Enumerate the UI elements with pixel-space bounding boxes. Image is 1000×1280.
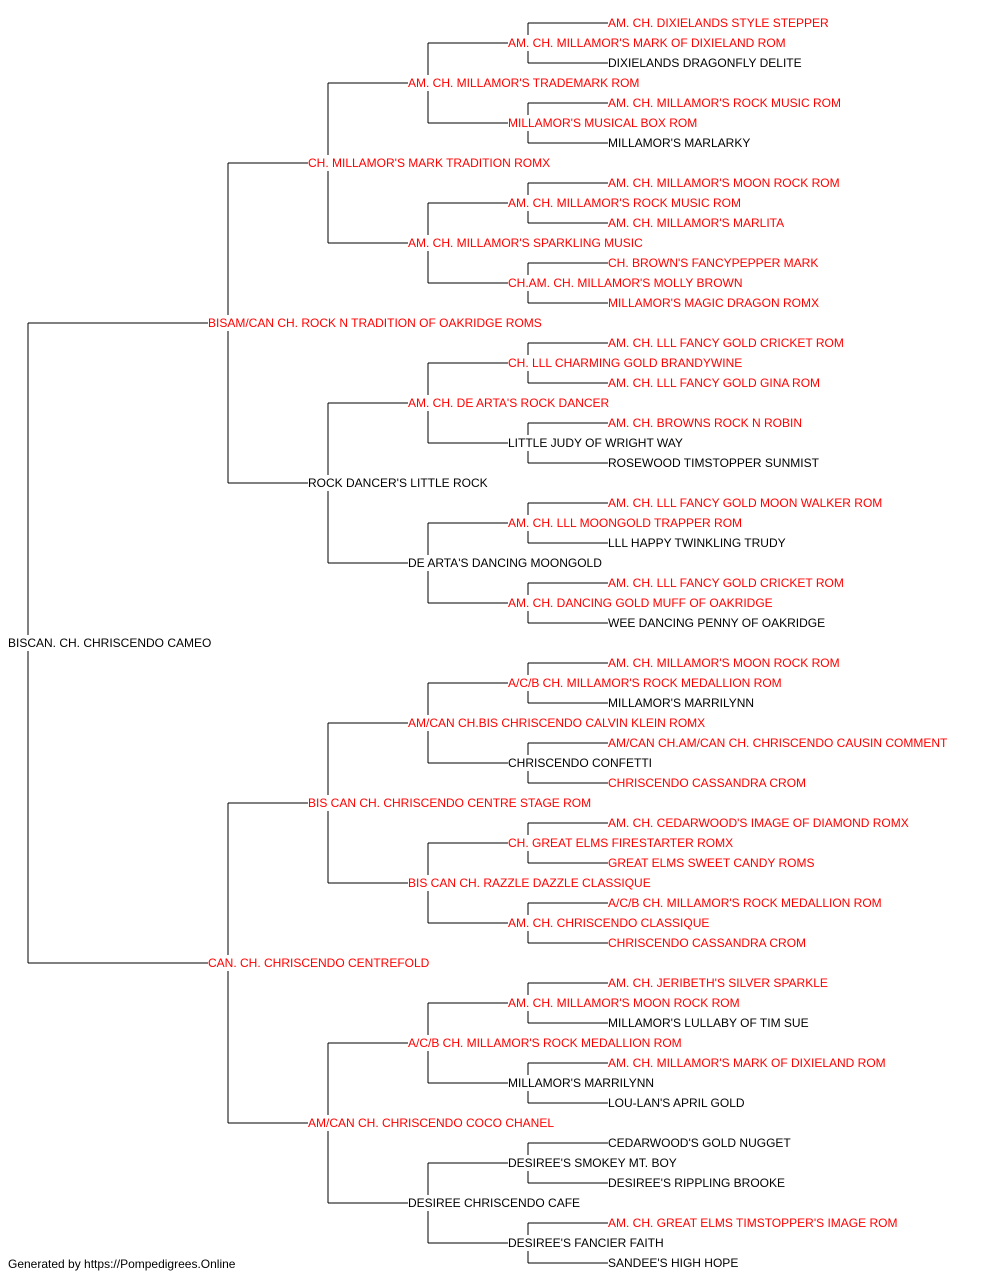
- subject-dam-dam-sire-dam-dam-name[interactable]: LOU-LAN'S APRIL GOLD: [608, 1096, 745, 1110]
- subject-dam-dam-dam-sire-name[interactable]: DESIREE'S SMOKEY MT. BOY: [508, 1156, 677, 1170]
- subject-sire-name[interactable]: BISAM/CAN CH. ROCK N TRADITION OF OAKRID…: [208, 316, 542, 330]
- subject-sire-dam-dam-sire-name[interactable]: AM. CH. LLL MOONGOLD TRAPPER ROM: [508, 516, 742, 530]
- subject-dam-dam-dam-dam-sire-name[interactable]: AM. CH. GREAT ELMS TIMSTOPPER'S IMAGE RO…: [608, 1216, 897, 1230]
- subject-dam-sire-dam-dam-sire-name[interactable]: A/C/B CH. MILLAMOR'S ROCK MEDALLION ROM: [608, 896, 882, 910]
- subject-dam-sire-dam-dam-name[interactable]: AM. CH. CHRISCENDO CLASSIQUE: [508, 916, 709, 930]
- subject-sire-dam-sire-dam-sire-name[interactable]: AM. CH. BROWNS ROCK N ROBIN: [608, 416, 802, 430]
- subject-name[interactable]: BISCAN. CH. CHRISCENDO CAMEO: [8, 636, 211, 650]
- subject-sire-dam-sire-dam-name[interactable]: LITTLE JUDY OF WRIGHT WAY: [508, 436, 683, 450]
- subject-sire-sire-dam-dam-sire-name[interactable]: CH. BROWN'S FANCYPEPPER MARK: [608, 256, 818, 270]
- subject-dam-dam-dam-sire-sire-name[interactable]: CEDARWOOD'S GOLD NUGGET: [608, 1136, 791, 1150]
- subject-sire-sire-sire-sire-name[interactable]: AM. CH. MILLAMOR'S MARK OF DIXIELAND ROM: [508, 36, 786, 50]
- subject-sire-sire-sire-sire-dam-name[interactable]: DIXIELANDS DRAGONFLY DELITE: [608, 56, 802, 70]
- subject-sire-dam-dam-dam-name[interactable]: AM. CH. DANCING GOLD MUFF OF OAKRIDGE: [508, 596, 773, 610]
- subject-sire-dam-sire-sire-dam-name[interactable]: AM. CH. LLL FANCY GOLD GINA ROM: [608, 376, 820, 390]
- subject-dam-dam-dam-sire-dam-name[interactable]: DESIREE'S RIPPLING BROOKE: [608, 1176, 785, 1190]
- subject-sire-sire-name[interactable]: CH. MILLAMOR'S MARK TRADITION ROMX: [308, 156, 550, 170]
- subject-sire-sire-dam-sire-name[interactable]: AM. CH. MILLAMOR'S ROCK MUSIC ROM: [508, 196, 741, 210]
- subject-dam-sire-dam-sire-name[interactable]: CH. GREAT ELMS FIRESTARTER ROMX: [508, 836, 733, 850]
- subject-dam-sire-sire-sire-dam-name[interactable]: MILLAMOR'S MARRILYNN: [608, 696, 754, 710]
- subject-dam-sire-sire-dam-name[interactable]: CHRISCENDO CONFETTI: [508, 756, 652, 770]
- subject-sire-sire-sire-sire-sire-name[interactable]: AM. CH. DIXIELANDS STYLE STEPPER: [608, 16, 829, 30]
- connector-lines: [27, 22, 608, 1264]
- subject-sire-dam-dam-dam-sire-name[interactable]: AM. CH. LLL FANCY GOLD CRICKET ROM: [608, 576, 844, 590]
- subject-dam-dam-sire-name[interactable]: A/C/B CH. MILLAMOR'S ROCK MEDALLION ROM: [408, 1036, 682, 1050]
- subject-dam-dam-sire-sire-dam-name[interactable]: MILLAMOR'S LULLABY OF TIM SUE: [608, 1016, 809, 1030]
- subject-dam-dam-name[interactable]: AM/CAN CH. CHRISCENDO COCO CHANEL: [308, 1116, 554, 1130]
- subject-sire-dam-dam-name[interactable]: DE ARTA'S DANCING MOONGOLD: [408, 556, 602, 570]
- subject-dam-sire-name[interactable]: BIS CAN CH. CHRISCENDO CENTRE STAGE ROM: [308, 796, 591, 810]
- subject-sire-sire-dam-sire-dam-name[interactable]: AM. CH. MILLAMOR'S MARLITA: [608, 216, 784, 230]
- subject-dam-sire-sire-sire-sire-name[interactable]: AM. CH. MILLAMOR'S MOON ROCK ROM: [608, 656, 840, 670]
- subject-dam-dam-sire-dam-name[interactable]: MILLAMOR'S MARRILYNN: [508, 1076, 654, 1090]
- subject-dam-sire-sire-dam-sire-name[interactable]: AM/CAN CH.AM/CAN CH. CHRISCENDO CAUSIN C…: [608, 736, 948, 750]
- subject-dam-sire-dam-sire-sire-name[interactable]: AM. CH. CEDARWOOD'S IMAGE OF DIAMOND ROM…: [608, 816, 909, 830]
- subject-dam-sire-sire-sire-name[interactable]: A/C/B CH. MILLAMOR'S ROCK MEDALLION ROM: [508, 676, 782, 690]
- subject-sire-sire-dam-sire-sire-name[interactable]: AM. CH. MILLAMOR'S MOON ROCK ROM: [608, 176, 840, 190]
- subject-dam-sire-sire-dam-dam-name[interactable]: CHRISCENDO CASSANDRA CROM: [608, 776, 806, 790]
- subject-sire-sire-sire-dam-dam-name[interactable]: MILLAMOR'S MARLARKY: [608, 136, 750, 150]
- subject-sire-dam-dam-sire-dam-name[interactable]: LLL HAPPY TWINKLING TRUDY: [608, 536, 786, 550]
- subject-sire-dam-sire-name[interactable]: AM. CH. DE ARTA'S ROCK DANCER: [408, 396, 610, 410]
- subject-dam-sire-sire-name[interactable]: AM/CAN CH.BIS CHRISCENDO CALVIN KLEIN RO…: [408, 716, 705, 730]
- subject-sire-sire-sire-name[interactable]: AM. CH. MILLAMOR'S TRADEMARK ROM: [408, 76, 639, 90]
- subject-sire-sire-sire-dam-name[interactable]: MILLAMOR'S MUSICAL BOX ROM: [508, 116, 697, 130]
- subject-dam-dam-dam-name[interactable]: DESIREE CHRISCENDO CAFE: [408, 1196, 580, 1210]
- subject-dam-name[interactable]: CAN. CH. CHRISCENDO CENTREFOLD: [208, 956, 430, 970]
- subject-sire-dam-sire-dam-dam-name[interactable]: ROSEWOOD TIMSTOPPER SUNMIST: [608, 456, 820, 470]
- subject-sire-dam-name[interactable]: ROCK DANCER'S LITTLE ROCK: [308, 476, 488, 490]
- subject-sire-dam-sire-sire-name[interactable]: CH. LLL CHARMING GOLD BRANDYWINE: [508, 356, 742, 370]
- subject-dam-dam-sire-sire-name[interactable]: AM. CH. MILLAMOR'S MOON ROCK ROM: [508, 996, 740, 1010]
- name-labels: BISCAN. CH. CHRISCENDO CAMEO BISAM/CAN CH…: [8, 16, 948, 1270]
- subject-sire-dam-dam-sire-sire-name[interactable]: AM. CH. LLL FANCY GOLD MOON WALKER ROM: [608, 496, 882, 510]
- subject-dam-dam-sire-dam-sire-name[interactable]: AM. CH. MILLAMOR'S MARK OF DIXIELAND ROM: [608, 1056, 886, 1070]
- subject-dam-sire-dam-name[interactable]: BIS CAN CH. RAZZLE DAZZLE CLASSIQUE: [408, 876, 651, 890]
- subject-sire-dam-dam-dam-dam-name[interactable]: WEE DANCING PENNY OF OAKRIDGE: [608, 616, 825, 630]
- subject-sire-sire-dam-name[interactable]: AM. CH. MILLAMOR'S SPARKLING MUSIC: [408, 236, 643, 250]
- subject-dam-sire-dam-dam-dam-name[interactable]: CHRISCENDO CASSANDRA CROM: [608, 936, 806, 950]
- subject-dam-sire-dam-sire-dam-name[interactable]: GREAT ELMS SWEET CANDY ROMS: [608, 856, 814, 870]
- subject-sire-sire-dam-dam-dam-name[interactable]: MILLAMOR'S MAGIC DRAGON ROMX: [608, 296, 819, 310]
- subject-sire-sire-dam-dam-name[interactable]: CH.AM. CH. MILLAMOR'S MOLLY BROWN: [508, 276, 743, 290]
- subject-dam-dam-dam-dam-name[interactable]: DESIREE'S FANCIER FAITH: [508, 1236, 664, 1250]
- subject-dam-dam-sire-sire-sire-name[interactable]: AM. CH. JERIBETH'S SILVER SPARKLE: [608, 976, 828, 990]
- subject-sire-sire-sire-dam-sire-name[interactable]: AM. CH. MILLAMOR'S ROCK MUSIC ROM: [608, 96, 841, 110]
- subject-dam-dam-dam-dam-dam-name[interactable]: SANDEE'S HIGH HOPE: [608, 1256, 738, 1270]
- subject-sire-dam-sire-sire-sire-name[interactable]: AM. CH. LLL FANCY GOLD CRICKET ROM: [608, 336, 844, 350]
- footer-credit: Generated by https://Pompedigrees.Online: [8, 1257, 236, 1271]
